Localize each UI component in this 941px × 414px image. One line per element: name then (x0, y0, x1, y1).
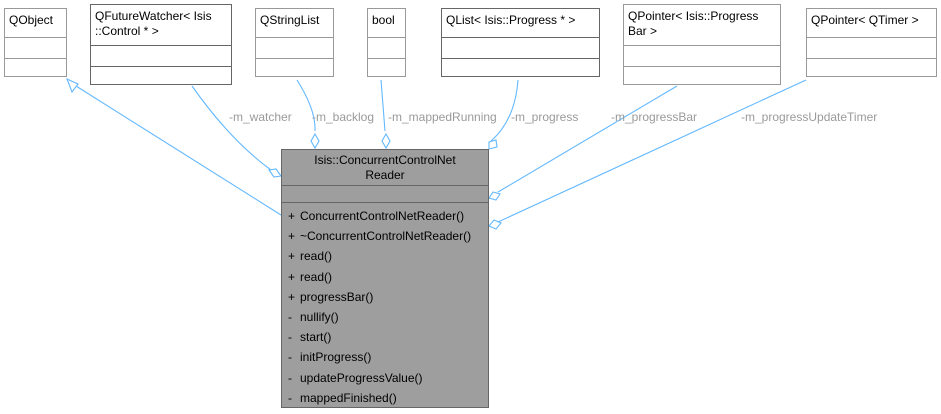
diamond-m-progress-update-timer (488, 219, 502, 230)
diamond-m-backlog (310, 132, 320, 150)
inheritance-arrowhead (66, 77, 79, 94)
method-name: progressBar() (300, 289, 374, 304)
edge-m-backlog (296, 79, 316, 132)
edge-m-watcher (191, 85, 272, 171)
visibility-marker: - (288, 350, 292, 365)
class-name: QStringList (260, 13, 320, 27)
visibility-marker: + (288, 209, 296, 223)
edge-inheritance-qobject (75, 85, 282, 216)
method-row[interactable]: + read() (288, 246, 488, 266)
method-name: mappedFinished() (300, 390, 397, 405)
edge-label-m-progress-bar: -m_progressBar (611, 110, 698, 124)
methods-section: + ConcurrentControlNetReader() + ~Concurre… (282, 202, 488, 408)
method-row[interactable]: + ConcurrentControlNetReader() (288, 206, 488, 226)
class-box-bool[interactable]: bool (367, 8, 406, 77)
diamond-m-progress (488, 139, 498, 150)
methods-section (256, 58, 333, 77)
class-name: QPointer< QTimer > (811, 13, 919, 27)
edge-m-progress-bar (497, 85, 678, 193)
method-name: start() (300, 330, 332, 345)
visibility-marker: - (288, 370, 292, 385)
class-name: bool (372, 13, 395, 27)
attributes-section (5, 37, 66, 58)
attributes-section (442, 37, 599, 58)
main-class-name: Isis::ConcurrentControlNet Reader (314, 153, 456, 182)
attributes-section (282, 185, 488, 202)
method-row[interactable]: -mappedFinished() (288, 388, 488, 408)
edge-label-m-progress-update-timer: -m_progressUpdateTimer (741, 110, 878, 124)
visibility-marker: + (288, 229, 296, 244)
methods-section (368, 58, 405, 77)
class-box-qpointer-progressbar[interactable]: QPointer< Isis::Progress Bar > (623, 4, 781, 85)
class-box-qpointer-qtimer[interactable]: QPointer< QTimer > (806, 8, 937, 77)
edge-m-progress (490, 79, 519, 142)
class-name: QPointer< Isis::Progress Bar > (628, 9, 759, 38)
edge-m-mapped-running (380, 79, 386, 132)
visibility-marker: + (288, 249, 296, 264)
class-name: QObject (9, 13, 54, 27)
attributes-section (807, 37, 936, 58)
method-name: nullify() (300, 309, 339, 324)
methods-section (442, 58, 599, 77)
diamond-m-watcher (268, 168, 282, 178)
class-box-qstringlist[interactable]: QStringList (255, 8, 334, 77)
methods-section (5, 58, 66, 77)
class-name: QFutureWatcher< Isis ::Control * > (95, 9, 212, 38)
attributes-section (91, 45, 231, 66)
methods-section (624, 66, 780, 85)
method-row[interactable]: + ~ConcurrentControlNetReader() (288, 226, 488, 246)
method-row[interactable]: -start() (288, 327, 488, 347)
attributes-section (256, 37, 333, 58)
method-name: read() (300, 249, 333, 264)
edge-m-progress-update-timer (497, 79, 807, 223)
class-box-qfuturewatcher[interactable]: QFutureWatcher< Isis ::Control * > (90, 4, 232, 85)
edge-label-m-mapped-running: -m_mappedRunning (388, 110, 497, 124)
methods-section (91, 66, 231, 85)
class-box-concurrent-control-net-reader[interactable]: Isis::ConcurrentControlNet Reader + Concu… (281, 149, 489, 408)
method-name: updateProgressValue() (300, 370, 423, 385)
edge-label-m-watcher: -m_watcher (229, 110, 292, 124)
attributes-section (624, 45, 780, 66)
method-name: initProgress() (300, 350, 372, 365)
method-row[interactable]: + progressBar() (288, 287, 488, 307)
method-row[interactable]: -nullify() (288, 307, 488, 327)
diamond-m-progress-bar (488, 191, 501, 201)
method-name: ~ConcurrentControlNetReader() (300, 229, 472, 244)
edge-label-m-progress: -m_progress (511, 110, 579, 124)
class-name: QList< Isis::Progress * > (446, 13, 576, 27)
method-name: ConcurrentControlNetReader() (300, 209, 465, 223)
methods-section (807, 58, 936, 77)
class-box-qobject[interactable]: QObject (4, 8, 67, 77)
method-row[interactable]: + read() (288, 267, 488, 287)
method-row[interactable]: -updateProgressValue() (288, 368, 488, 388)
visibility-marker: - (288, 330, 292, 345)
diamond-m-mapped-running (381, 132, 391, 150)
class-box-qlist-progress[interactable]: QList< Isis::Progress * > (441, 8, 600, 77)
attributes-section (368, 37, 405, 58)
visibility-marker: - (288, 390, 292, 405)
method-name: read() (300, 269, 333, 284)
method-row[interactable]: -initProgress() (288, 347, 488, 367)
visibility-marker: - (288, 309, 292, 324)
edge-label-m-backlog: -m_backlog (312, 110, 375, 124)
visibility-marker: + (288, 269, 296, 284)
visibility-marker: + (288, 289, 296, 304)
